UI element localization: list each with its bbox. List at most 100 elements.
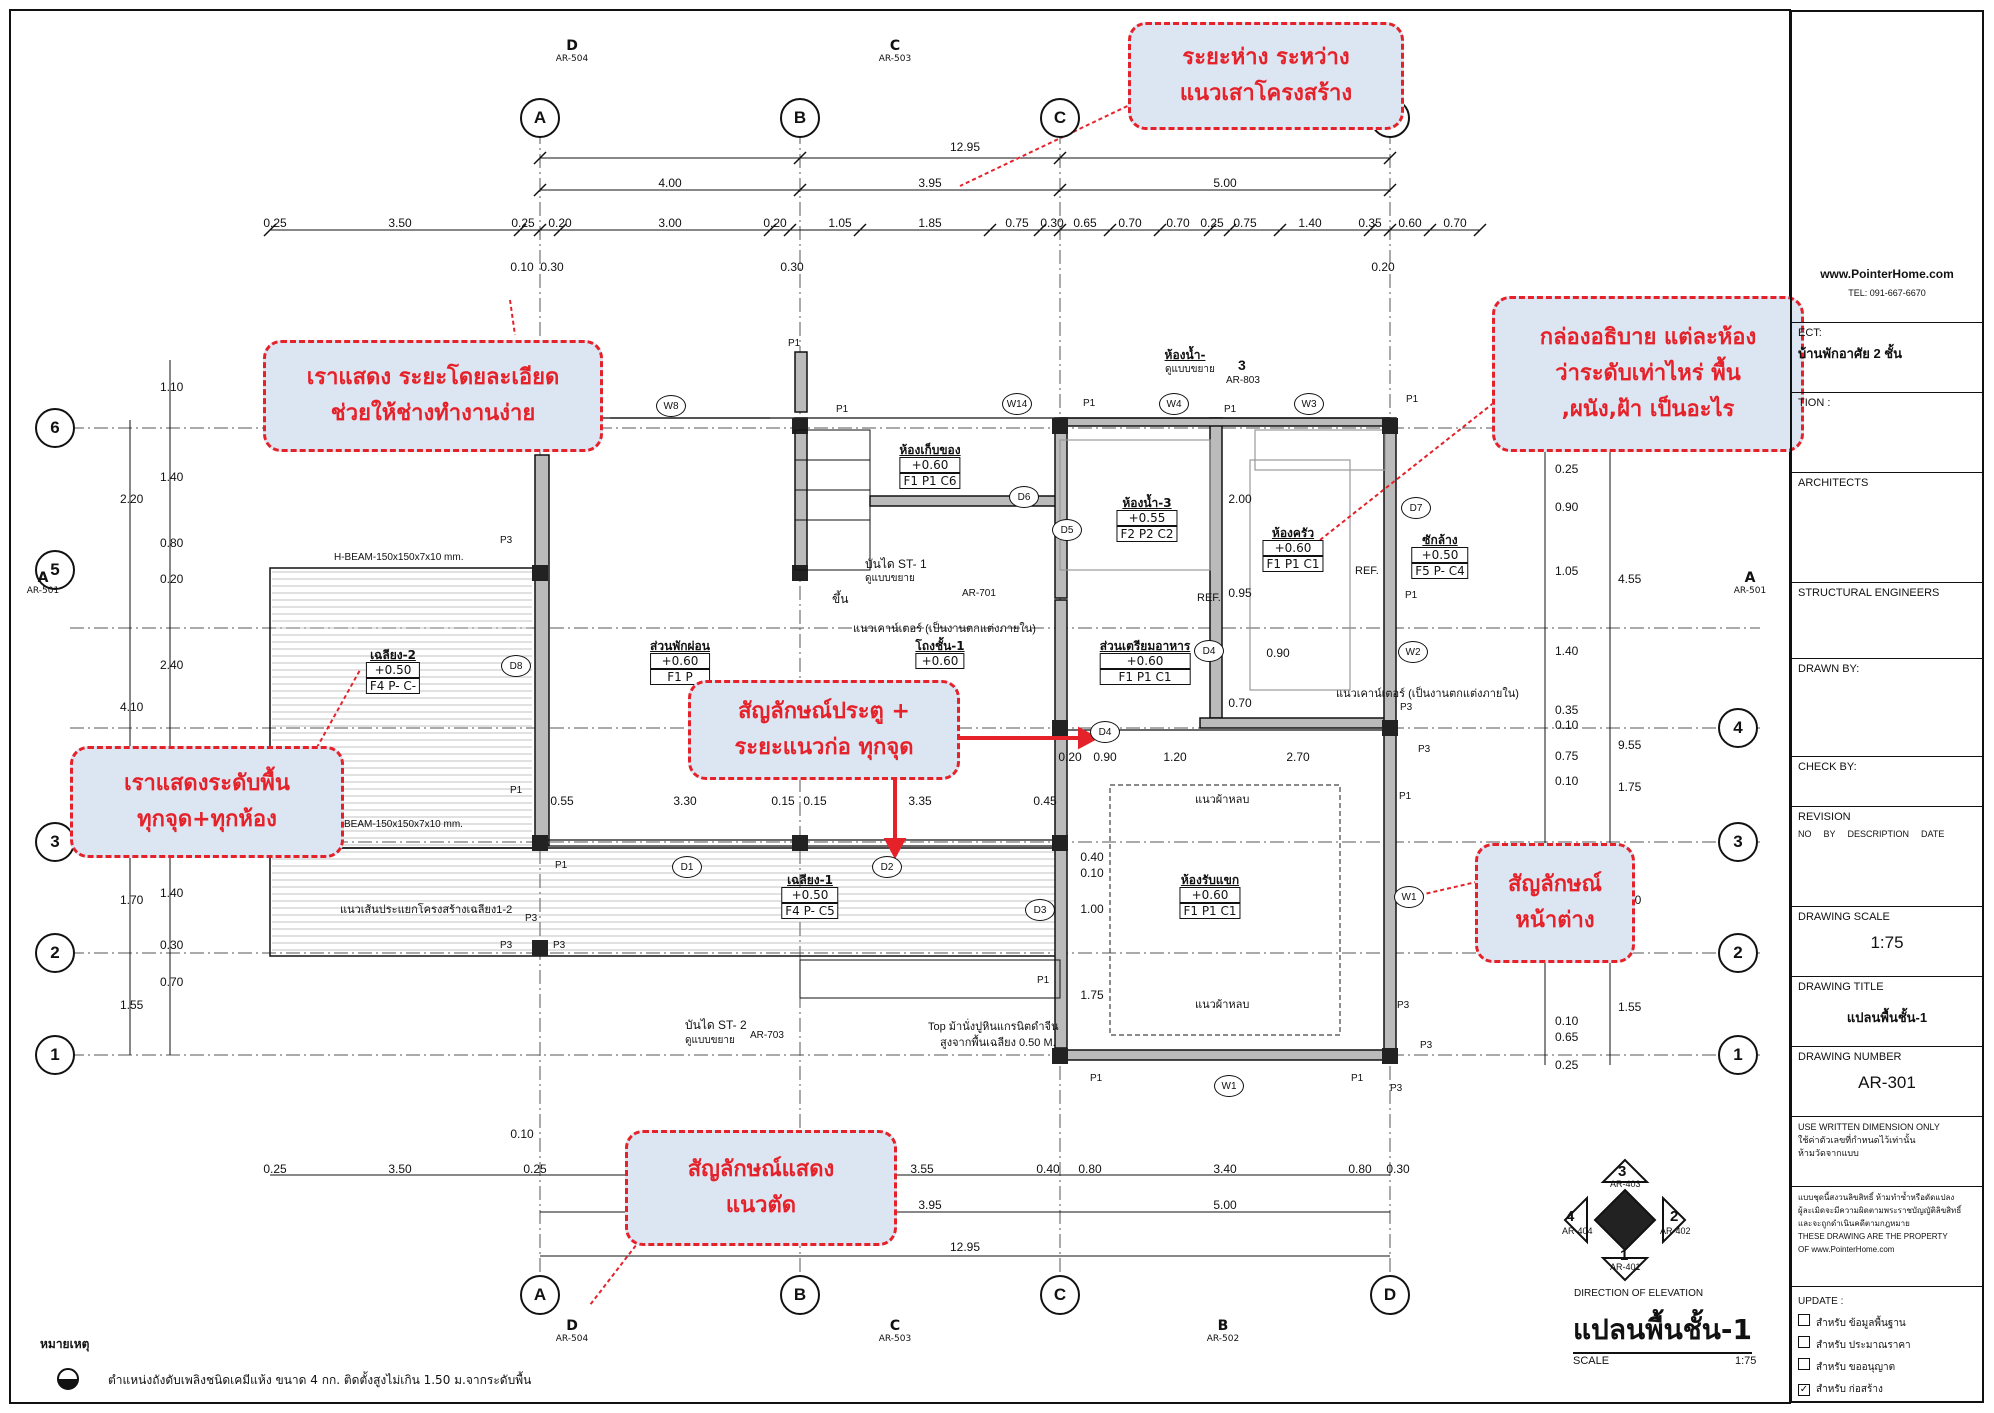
dim-detail: 1.05	[828, 216, 852, 230]
dim-detail: 3.50	[388, 216, 412, 230]
grid-bubble-col: A	[520, 1275, 560, 1315]
callout-section-symbol: สัญลักษณ์แสดงแนวตัด	[625, 1130, 897, 1246]
door-tag: D7	[1401, 497, 1431, 519]
grid-bubble-col: A	[520, 98, 560, 138]
counter-line-label: แนวเคาน์เตอร์ (เป็นงานตกแต่งภายใน)	[1336, 688, 1519, 700]
grid-bubble-col: B	[780, 98, 820, 138]
dim-left: 1.40	[160, 470, 184, 484]
plan-scale: 1:75	[1735, 1355, 1757, 1367]
stair2-ref: AR-703	[750, 1030, 784, 1041]
dim-overall-top: 12.95	[949, 140, 981, 154]
elev-e: 2	[1670, 1208, 1679, 1225]
dim-mid: 2.70	[1286, 750, 1310, 764]
dim-mid: 0.45	[1033, 794, 1057, 808]
window-tag: W1	[1394, 886, 1424, 908]
dim-right: 0.10	[1555, 774, 1579, 788]
update-checkbox[interactable]: สำหรับ ประมาณราคา	[1798, 1335, 1976, 1357]
update-checkbox[interactable]: สำหรับ ขออนุญาต	[1798, 1357, 1976, 1379]
section-marker-left-a: A AR-501	[26, 570, 60, 596]
window-tag: W4	[1159, 393, 1189, 415]
room-hall: โถงชั้น-1 +0.60	[915, 639, 965, 669]
tb-architects: ARCHITECTS	[1792, 472, 1982, 582]
counter-line-label: แนวเคาน์เตอร์ (เป็นงานตกแต่งภายใน)	[853, 623, 1036, 635]
dim-detail: 1.85	[918, 216, 942, 230]
dim-span: 4.00	[658, 176, 682, 190]
dim-detail: 0.40	[1036, 1162, 1060, 1176]
finish-tag: P1	[1083, 398, 1096, 409]
door-tag: D3	[1025, 899, 1055, 921]
finish-tag: P3	[1418, 744, 1431, 755]
tb-tel: TEL: 091-667-6670	[1848, 288, 1926, 298]
tb-site: www.PointerHome.com	[1820, 267, 1954, 281]
grid-bubble-row: 4	[1718, 708, 1758, 748]
window-tag: W3	[1294, 393, 1324, 415]
tb-scale: DRAWING SCALE 1:75	[1792, 906, 1982, 976]
tb-check: CHECK BY:	[1792, 756, 1982, 806]
grid-bubble-row: 6	[35, 408, 75, 448]
room-storage: ห้องเก็บของ +0.60 F1 P1 C6	[899, 443, 961, 489]
dim-detail: 0.25	[263, 216, 287, 230]
dim-sub: 0.30	[780, 260, 804, 274]
ref-label: REF.	[1197, 592, 1221, 604]
dim-mid: 0.15	[771, 794, 795, 808]
dim-detail: 3.55	[910, 1162, 934, 1176]
dim-left: 1.55	[120, 998, 144, 1012]
dim-mid: 3.30	[673, 794, 697, 808]
finish-tag: P3	[553, 940, 566, 951]
bath-detail-num: 3	[1238, 357, 1246, 373]
tb-location: TION :	[1792, 392, 1982, 472]
window-tag: W1	[1214, 1075, 1244, 1097]
door-tag: D2	[872, 856, 902, 878]
section-marker-bottom-b: B AR-502	[1206, 1318, 1240, 1344]
window-tag: W8	[656, 395, 686, 417]
dim-detail: 0.25	[263, 1162, 287, 1176]
grid-bubble-row: 1	[35, 1035, 75, 1075]
roof-line-label: แนวผ้าหลบ	[1195, 999, 1250, 1011]
room-bathroom-3: ห้องน้ำ-3 +0.55 F2 P2 C2	[1116, 496, 1178, 542]
dim-mid: 0.40	[1080, 850, 1104, 864]
elevation-title: DIRECTION OF ELEVATION	[1574, 1288, 1704, 1299]
dim-span: 3.95	[918, 176, 942, 190]
update-checkbox[interactable]: ✓สำหรับ ก่อสร้าง	[1798, 1384, 1883, 1396]
dim-mid: 1.00	[1080, 902, 1104, 916]
finish-tag: P1	[788, 338, 801, 349]
elev-s: 1	[1620, 1247, 1629, 1264]
dim-detail: 0.75	[1233, 216, 1257, 230]
section-marker-top-d: D AR-504	[555, 38, 589, 64]
dim-detail: 0.65	[1073, 216, 1097, 230]
update-checkbox[interactable]: สำหรับ ข้อมูลพื้นฐาน	[1798, 1313, 1976, 1335]
finish-tag: P1	[1406, 394, 1419, 405]
dim-right: 4.55	[1618, 572, 1642, 586]
elev-e-ref: AR-402	[1660, 1226, 1691, 1236]
dim-detail: 0.25	[511, 216, 535, 230]
stair-up-label: ขึ้น	[832, 592, 849, 606]
grid-bubble-row: 1	[1718, 1035, 1758, 1075]
stair1-label: บันได ST- 1	[865, 557, 927, 571]
bath-detail-ref: AR-803	[1226, 375, 1260, 386]
dim-mid: 0.10	[1080, 866, 1104, 880]
room-kitchen: ห้องครัว +0.60 F1 P1 C1	[1262, 526, 1324, 572]
dim-right: 0.10	[1555, 1014, 1579, 1028]
dim-right: 0.75	[1555, 749, 1579, 763]
dim-left: 1.10	[160, 380, 184, 394]
tb-project: ECT: บ้านพักอาศัย 2 ชั้น	[1792, 322, 1982, 392]
bench-note: Top ม้านั่งปูหินแกรนิตดำจีน	[928, 1021, 1059, 1033]
dim-mid: 0.55	[550, 794, 574, 808]
dim-mid: 0.95	[1228, 586, 1252, 600]
dim-detail: 0.30	[1386, 1162, 1410, 1176]
dim-detail: 0.30	[1040, 216, 1064, 230]
dim-detail: 0.80	[1348, 1162, 1372, 1176]
finish-tag: P1	[1351, 1073, 1364, 1084]
tb-drawn: DRAWN BY:	[1792, 658, 1982, 756]
dim-mid: 0.20	[1058, 750, 1082, 764]
section-marker-bottom-d: D AR-504	[555, 1318, 589, 1344]
dim-detail: 0.70	[1118, 216, 1142, 230]
dim-detail: 0.25	[1200, 216, 1224, 230]
finish-tag: P1	[1037, 975, 1050, 986]
dim-detail: 0.20	[763, 216, 787, 230]
finish-tag: P3	[525, 913, 538, 924]
finish-tag: P1	[836, 404, 849, 415]
grid-bubble-col: C	[1040, 98, 1080, 138]
